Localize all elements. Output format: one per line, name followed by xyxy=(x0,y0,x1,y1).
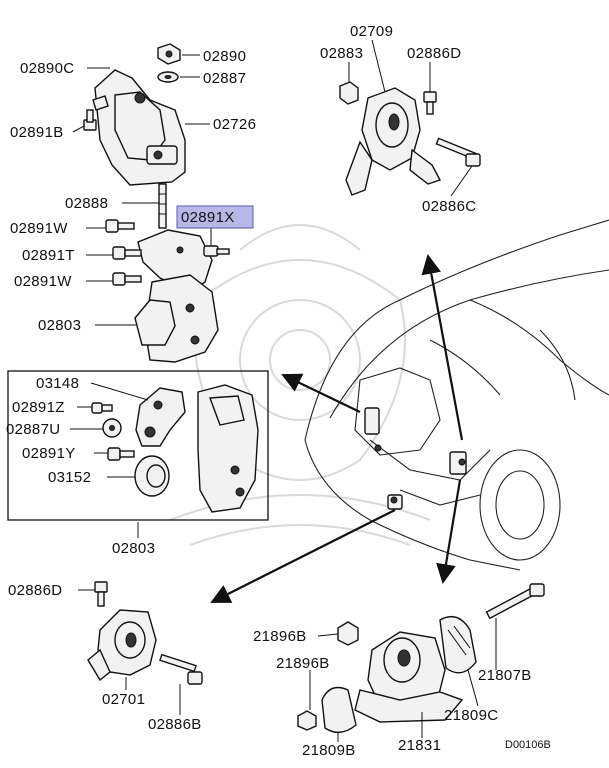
bushing-03152 xyxy=(134,455,170,497)
vehicle-outline xyxy=(304,219,609,571)
callout-02888[interactable]: 02888 xyxy=(65,195,108,212)
stopper-21809C xyxy=(439,616,477,674)
direction-arrows xyxy=(210,254,464,603)
bolt-02891W-lower xyxy=(112,272,142,286)
callout-02803-top[interactable]: 02803 xyxy=(38,317,81,334)
callout-02886B[interactable]: 02886B xyxy=(148,716,202,733)
washer-02887 xyxy=(157,71,179,83)
callout-02886D-top[interactable]: 02886D xyxy=(407,45,461,62)
callout-02891W-lower[interactable]: 02891W xyxy=(14,273,72,290)
callout-02891Z[interactable]: 02891Z xyxy=(12,399,65,416)
callout-03148[interactable]: 03148 xyxy=(36,375,79,392)
callout-02886C[interactable]: 02886C xyxy=(422,198,476,215)
bolt-02891T xyxy=(112,246,142,260)
bracket-02803-top xyxy=(134,229,219,363)
stopper-21809B xyxy=(321,686,357,733)
upper-mount-bracket-02726 xyxy=(92,69,186,186)
arrow-to-front-mount xyxy=(436,479,462,584)
stud-02888 xyxy=(158,183,167,229)
callout-21896B-upper[interactable]: 21896B xyxy=(253,628,307,645)
left-mount-02701 xyxy=(87,609,157,682)
callout-02891T[interactable]: 02891T xyxy=(22,247,75,264)
callout-02890[interactable]: 02890 xyxy=(203,48,246,65)
callout-02701[interactable]: 02701 xyxy=(102,691,145,708)
callout-02890C[interactable]: 02890C xyxy=(20,60,74,77)
callout-02886D-bottom[interactable]: 02886D xyxy=(8,582,62,599)
front-mount-21831 xyxy=(354,631,464,723)
bolt-02886D-top xyxy=(423,91,437,115)
nut-21896B-upper xyxy=(337,621,359,646)
callout-21807B[interactable]: 21807B xyxy=(478,667,532,684)
bracket-03148 xyxy=(135,387,186,447)
arrow-to-bracket-assembly xyxy=(281,373,361,413)
nut-02890 xyxy=(157,43,181,65)
arrow-to-rear-mount xyxy=(421,254,464,441)
bolt-02891W-upper xyxy=(105,219,135,233)
diagram-code: D00106B xyxy=(505,739,551,751)
bolt-21807B xyxy=(485,583,545,620)
callout-02891X-highlight xyxy=(176,205,254,229)
bracket-02803-box xyxy=(197,384,259,513)
callout-03152[interactable]: 03152 xyxy=(48,469,91,486)
callout-21831[interactable]: 21831 xyxy=(398,737,441,754)
callout-02891B[interactable]: 02891B xyxy=(10,124,64,141)
callout-21809B[interactable]: 21809B xyxy=(302,742,356,759)
callout-02883[interactable]: 02883 xyxy=(320,45,363,62)
callout-21809C[interactable]: 21809C xyxy=(444,707,498,724)
callout-02803-box[interactable]: 02803 xyxy=(112,540,155,557)
callout-21896B-lower[interactable]: 21896B xyxy=(276,655,330,672)
callout-02726[interactable]: 02726 xyxy=(213,116,256,133)
callout-02709[interactable]: 02709 xyxy=(350,23,393,40)
bolt-02886B xyxy=(159,653,203,685)
rear-mount-02709 xyxy=(345,87,442,196)
bolt-02886D-bottom xyxy=(94,581,108,607)
bolt-02891Y xyxy=(107,447,135,461)
leader-lines xyxy=(70,39,497,742)
callout-02891W-upper[interactable]: 02891W xyxy=(10,220,68,237)
bolt-02886C xyxy=(435,137,481,167)
nut-02883 xyxy=(339,81,359,105)
bolt-02891B xyxy=(83,109,97,131)
bracket-assembly-box xyxy=(7,370,269,521)
nut-21896B-lower xyxy=(297,710,317,731)
washer-02887U xyxy=(102,418,122,438)
callout-02891Y[interactable]: 02891Y xyxy=(22,445,76,462)
bolt-02891X xyxy=(203,245,230,257)
arrow-to-left-mount xyxy=(210,509,396,603)
bolt-02891Z xyxy=(91,402,113,414)
callout-02887[interactable]: 02887 xyxy=(203,70,246,87)
callout-02891X[interactable]: 02891X xyxy=(181,209,235,226)
callout-labels: 02890C 02890 02887 02891B 02726 02888 02… xyxy=(6,23,551,759)
callout-02887U[interactable]: 02887U xyxy=(6,421,60,438)
